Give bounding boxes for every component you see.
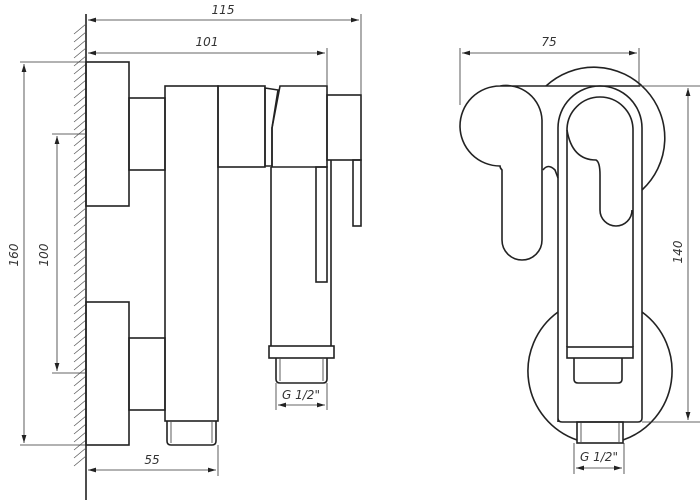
hatch-stroke bbox=[73, 391, 87, 403]
dim-thread-front: G 1/2" bbox=[580, 450, 618, 464]
upper-connector bbox=[128, 97, 166, 171]
lever-cap bbox=[326, 94, 362, 161]
lever-handle bbox=[352, 159, 362, 227]
hatch-stroke bbox=[73, 71, 87, 83]
hatch-stroke bbox=[73, 335, 87, 347]
hatch-stroke bbox=[73, 111, 87, 123]
hatch-stroke bbox=[73, 407, 87, 419]
lower-connector bbox=[128, 337, 166, 411]
hatch-stroke bbox=[73, 183, 87, 195]
hatch-stroke bbox=[73, 95, 87, 107]
front-view: 75 140 G 1/2" bbox=[459, 35, 700, 474]
hatch-stroke bbox=[73, 127, 87, 139]
wall-hatch bbox=[73, 23, 87, 467]
upper-rosette bbox=[545, 66, 666, 191]
hatch-stroke bbox=[73, 151, 87, 163]
hatch-stroke bbox=[73, 63, 87, 75]
hatch-stroke bbox=[73, 191, 87, 203]
hatch-stroke bbox=[73, 55, 87, 67]
hatch-stroke bbox=[73, 175, 87, 187]
hatch-stroke bbox=[73, 351, 87, 363]
dim-height-front: 140 bbox=[671, 240, 685, 263]
hatch-stroke bbox=[73, 303, 87, 315]
dim-mount-spacing: 100 bbox=[37, 243, 51, 266]
lower-mount-block bbox=[85, 301, 130, 446]
hatch-stroke bbox=[73, 431, 87, 443]
shower-button-front bbox=[566, 129, 633, 227]
shower-thread-front bbox=[573, 358, 623, 384]
hatch-stroke bbox=[73, 87, 87, 99]
hatch-stroke bbox=[73, 159, 87, 171]
lower-rosette bbox=[527, 311, 673, 441]
side-view: 115 101 160 100 55 G 1/2" bbox=[7, 3, 362, 500]
hatch-stroke bbox=[73, 359, 87, 371]
hatch-stroke bbox=[73, 383, 87, 395]
hatch-stroke bbox=[73, 375, 87, 387]
body-outlet-thread bbox=[166, 421, 217, 446]
dim-total-depth: 115 bbox=[212, 3, 235, 17]
mixer-body bbox=[164, 85, 219, 422]
hatch-stroke bbox=[73, 79, 87, 91]
hatch-stroke bbox=[73, 263, 87, 275]
shower-ring-front bbox=[566, 346, 634, 359]
hatch-stroke bbox=[73, 103, 87, 115]
dim-thread-side: G 1/2" bbox=[282, 388, 320, 402]
hatch-stroke bbox=[73, 399, 87, 411]
hatch-stroke bbox=[73, 279, 87, 291]
hatch-stroke bbox=[73, 343, 87, 355]
hatch-stroke bbox=[73, 207, 87, 219]
hatch-stroke bbox=[73, 247, 87, 259]
hatch-stroke bbox=[73, 31, 87, 43]
hatch-stroke bbox=[73, 295, 87, 307]
hatch-stroke bbox=[73, 199, 87, 211]
hatch-stroke bbox=[73, 287, 87, 299]
shower-thread bbox=[275, 358, 328, 384]
hatch-stroke bbox=[73, 215, 87, 227]
hatch-stroke bbox=[73, 319, 87, 331]
dim-outlet-offset: 55 bbox=[144, 453, 159, 467]
hatch-stroke bbox=[73, 143, 87, 155]
hatch-stroke bbox=[73, 223, 87, 235]
hatch-stroke bbox=[73, 119, 87, 131]
shower-head-top bbox=[271, 85, 328, 168]
outlet-thread-front bbox=[576, 421, 624, 444]
hatch-stroke bbox=[73, 423, 87, 435]
hatch-stroke bbox=[73, 255, 87, 267]
hatch-stroke bbox=[73, 135, 87, 147]
lever-neck bbox=[542, 165, 559, 179]
spout-body-outer bbox=[557, 85, 643, 423]
hatch-stroke bbox=[73, 39, 87, 51]
hatch-stroke bbox=[73, 415, 87, 427]
hatch-stroke bbox=[73, 239, 87, 251]
hatch-stroke bbox=[73, 271, 87, 283]
shower-handle bbox=[270, 160, 332, 346]
hatch-stroke bbox=[73, 327, 87, 339]
hatch-stroke bbox=[73, 167, 87, 179]
hatch-stroke bbox=[73, 231, 87, 243]
spout-body-inner bbox=[566, 96, 634, 347]
upper-mount-block bbox=[85, 61, 130, 207]
hatch-stroke bbox=[73, 447, 87, 459]
dim-body-depth: 101 bbox=[196, 35, 219, 49]
lever-handle-front bbox=[459, 84, 640, 261]
shower-ring bbox=[268, 345, 335, 359]
shower-button-slot bbox=[315, 166, 328, 283]
hatch-stroke bbox=[73, 47, 87, 59]
dim-width: 75 bbox=[541, 35, 556, 49]
hatch-stroke bbox=[73, 23, 87, 35]
dim-height: 160 bbox=[7, 243, 21, 266]
hatch-stroke bbox=[73, 455, 87, 467]
hatch-stroke bbox=[73, 311, 87, 323]
holder-block bbox=[217, 85, 266, 168]
